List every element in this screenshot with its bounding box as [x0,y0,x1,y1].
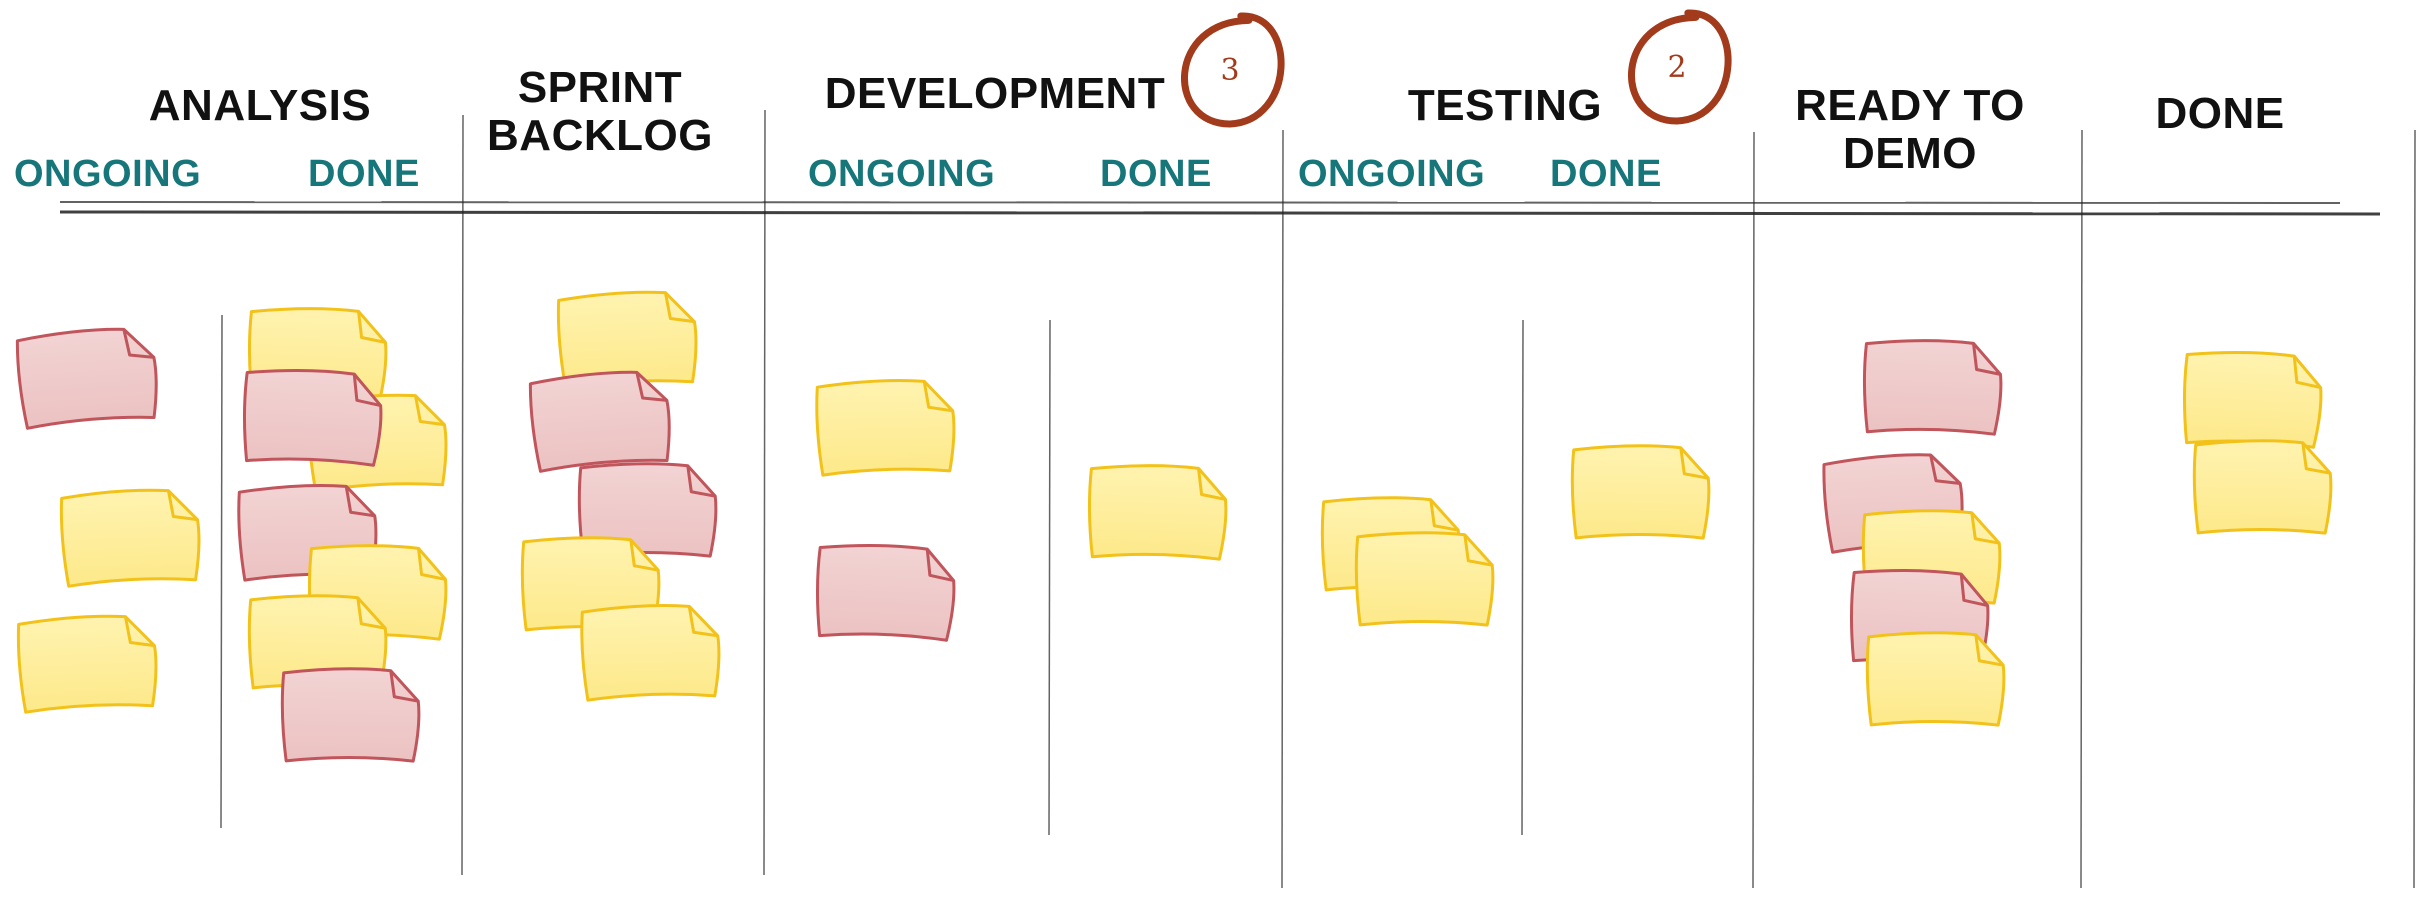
subcolumn-label-analysis-ongoing: ONGOING [14,153,202,195]
subcolumn-label-testing-done: DONE [1550,153,1662,195]
subcolumn-divider-1-streak [220,314,223,829]
column-divider-1-streak [461,114,464,876]
red-sticky-note[interactable] [1862,338,2003,436]
subcolumn-label-analysis-done: DONE [308,153,420,195]
red-sticky-note[interactable] [242,367,383,467]
column-title-sprint-backlog: SPRINT BACKLOG [487,63,713,160]
column-divider-3-streak [1281,129,1284,889]
column-divider-5-streak [2080,129,2083,889]
red-sticky-note[interactable] [815,542,956,642]
column-title-development: DEVELOPMENT [824,69,1166,118]
subcolumn-label-development-done: DONE [1100,153,1212,195]
column-divider-2-streak [763,109,766,876]
subcolumn-divider-2-streak [1048,319,1051,836]
subcolumn-label-development-ongoing: ONGOING [808,153,996,195]
column-divider-6-streak [2413,129,2416,889]
red-sticky-note[interactable] [528,369,672,473]
red-sticky-note[interactable] [280,667,421,763]
yellow-sticky-note[interactable] [1570,444,1711,540]
header-divider-line-streak [59,201,2341,204]
yellow-sticky-note[interactable] [556,290,698,390]
yellow-sticky-note[interactable] [16,614,158,714]
wip-limit-testing: 2 [1667,50,1687,85]
yellow-sticky-note[interactable] [1865,631,2006,727]
yellow-sticky-note[interactable] [2182,349,2323,449]
yellow-sticky-note[interactable] [815,378,956,477]
yellow-sticky-note[interactable] [59,488,201,588]
wip-circle-development [1181,12,1285,128]
column-title-testing: TESTING [1407,81,1603,130]
subcolumn-label-testing-ongoing: ONGOING [1298,153,1486,195]
yellow-sticky-note[interactable] [2192,439,2333,535]
wip-circle-testing [1628,9,1732,125]
column-title-done: DONE [2155,89,2285,138]
header-divider-line-2 [59,210,2381,216]
column-title-analysis: ANALYSIS [148,81,372,130]
red-sticky-note[interactable] [577,462,718,558]
yellow-sticky-note[interactable] [580,603,721,702]
red-sticky-note[interactable] [15,326,159,430]
column-title-ready-to-demo: READY TO DEMO [1795,81,2025,178]
wip-limit-development: 3 [1220,53,1240,88]
subcolumn-divider-3-streak [1521,319,1524,836]
column-divider-4-streak [1752,131,1755,889]
yellow-sticky-note[interactable] [1354,531,1495,627]
yellow-sticky-note[interactable] [1087,463,1228,561]
